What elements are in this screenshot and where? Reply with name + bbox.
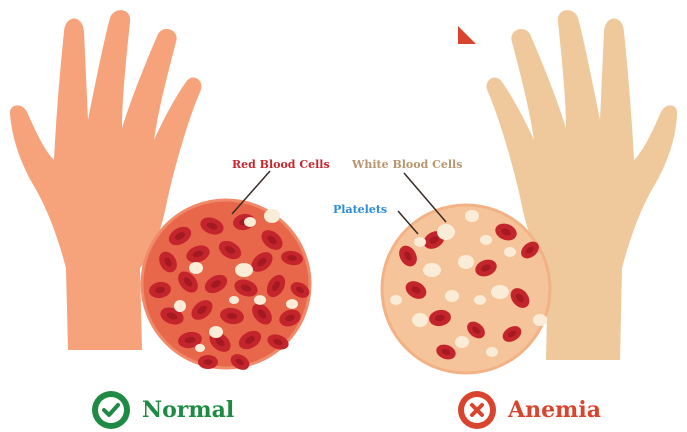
white-blood-cell: [390, 295, 402, 305]
normal-status: Normal: [92, 388, 234, 432]
white-blood-cell: [423, 263, 441, 277]
white-blood-cell: [486, 347, 498, 357]
anemia-text: Anemia: [508, 397, 601, 423]
normal-text: Normal: [142, 397, 234, 423]
normal-badge: [92, 391, 130, 429]
white-blood-cell: [455, 336, 469, 348]
white-blood-cell: [195, 344, 205, 352]
red-blood-cell-center: [204, 359, 213, 365]
white-blood-cell: [445, 290, 459, 302]
white-blood-cell: [412, 313, 428, 327]
white-blood-cell: [235, 263, 253, 277]
platelets-label: Platelets: [333, 203, 387, 216]
white-blood-cell: [189, 262, 203, 274]
anemia-status: Anemia: [458, 388, 601, 432]
white-blood-cell: [504, 247, 516, 257]
white-blood-cell: [491, 285, 509, 299]
white-blood-cell: [174, 300, 186, 312]
white-blood-cell: [458, 255, 474, 269]
white-blood-cell: [229, 296, 239, 304]
white-blood-cell: [414, 237, 426, 247]
white-blood-cell: [465, 210, 479, 222]
anemia-badge: [458, 391, 496, 429]
anemia-blood-sample: [382, 205, 550, 373]
x-icon: [458, 391, 496, 429]
check-icon: [92, 391, 130, 429]
corner-decoration: [458, 26, 476, 44]
white-blood-cell: [286, 299, 298, 309]
white-blood-cell: [209, 326, 223, 338]
white-blood-cell: [437, 224, 455, 240]
white-blood-cell: [533, 314, 547, 326]
white-blood-cell: [474, 295, 486, 305]
red-blood-cells-label: Red Blood Cells: [232, 158, 330, 171]
white-blood-cells-label: White Blood Cells: [352, 158, 462, 171]
normal-blood-sample: [142, 200, 312, 373]
white-blood-cell: [480, 235, 492, 245]
white-blood-cell: [254, 295, 266, 305]
white-blood-cell: [264, 209, 280, 223]
white-blood-cell: [244, 217, 256, 227]
